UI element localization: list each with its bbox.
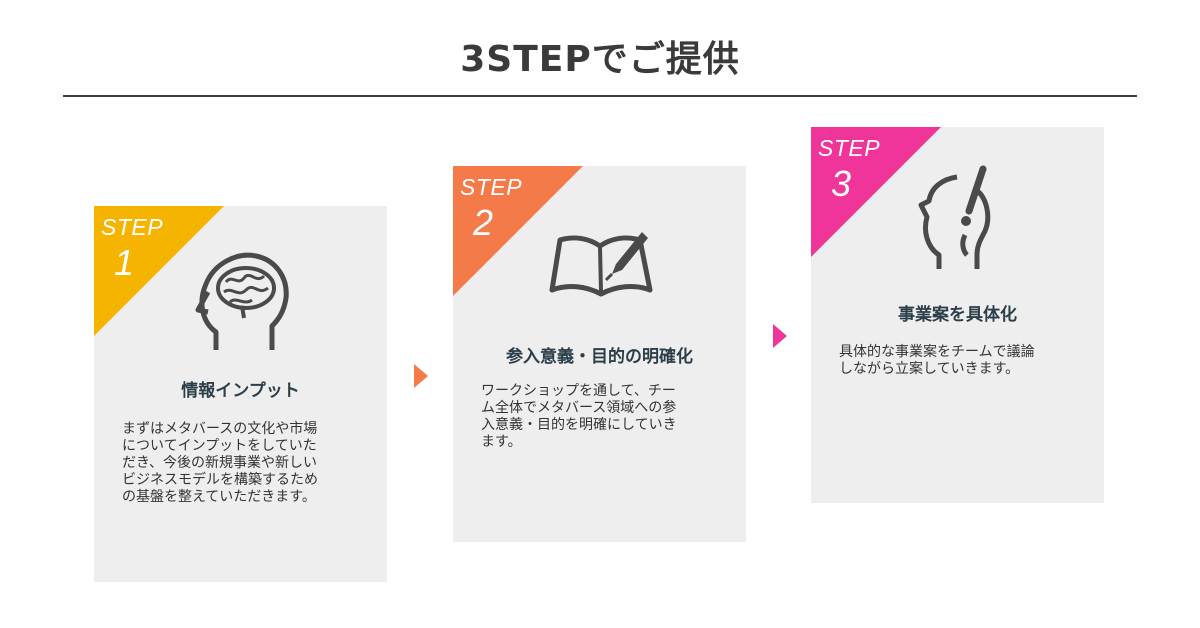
step-card-2: STEP 2 参入意義・目的の明確化 ワークショップを通して、チー ム全体でメタ… bbox=[453, 166, 746, 542]
step-number: 1 bbox=[114, 242, 135, 283]
page-title: 3STEPでご提供 bbox=[460, 39, 740, 80]
step-label: STEP bbox=[101, 214, 164, 240]
badge-triangle bbox=[453, 166, 583, 296]
step-title: 参入意義・目的の明確化 bbox=[506, 347, 693, 367]
triangle-right-icon bbox=[773, 324, 787, 348]
badge-triangle bbox=[811, 127, 941, 257]
step-title: 情報インプット bbox=[181, 381, 300, 401]
step-number: 3 bbox=[831, 163, 852, 204]
step-badge-3: STEP 3 bbox=[811, 127, 941, 257]
step-badge-2: STEP 2 bbox=[453, 166, 583, 296]
step-description: 具体的な事業案をチームで議論 しながら立案していきます。 bbox=[839, 344, 1035, 377]
open-book-pen-icon bbox=[549, 232, 653, 297]
step-title: 事業案を具体化 bbox=[898, 305, 1017, 325]
step-description: まずはメタバースの文化や市場 についてインプットをしていた だき、今後の新規事業… bbox=[122, 421, 318, 505]
step-card-1: STEP 1 情報インプット まずはメタバースの文化や市場 についてインプットを… bbox=[94, 206, 387, 582]
badge-triangle bbox=[94, 206, 224, 336]
step-number: 2 bbox=[473, 202, 494, 243]
step-badge-1: STEP 1 bbox=[94, 206, 224, 336]
triangle-right-icon bbox=[414, 364, 428, 388]
step-label: STEP bbox=[460, 174, 523, 200]
step-label: STEP bbox=[818, 135, 881, 161]
head-idea-icon bbox=[918, 165, 991, 269]
step-card-3: STEP 3 事業案を具体化 具体的な事業案をチームで議論 しながら立案していき… bbox=[811, 127, 1104, 503]
title-divider bbox=[63, 95, 1137, 97]
step-description: ワークショップを通して、チー ム全体でメタバース領域への参 入意義・目的を明確に… bbox=[481, 383, 677, 450]
brain-head-icon bbox=[195, 252, 289, 350]
